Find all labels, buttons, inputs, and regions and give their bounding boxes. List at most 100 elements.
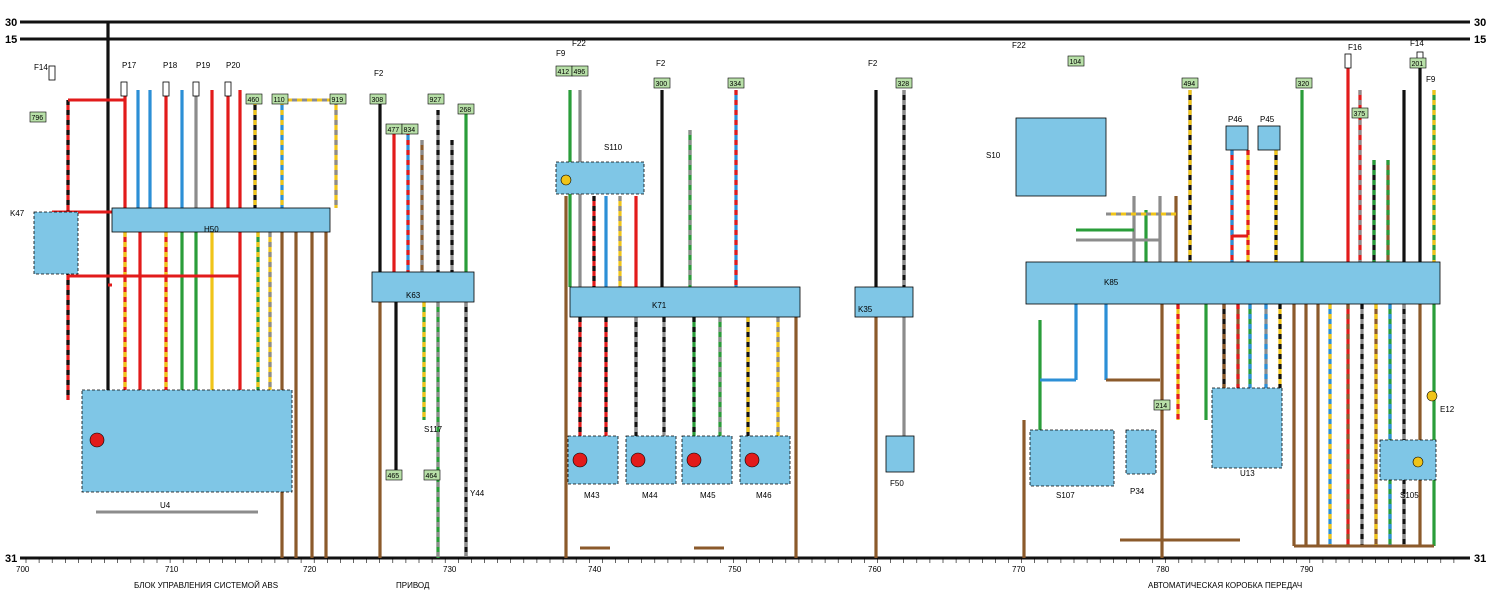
- scale-700: 700: [16, 565, 30, 574]
- module-s10-box: [1015, 117, 1107, 197]
- module-h50-box: [111, 207, 331, 233]
- module-h50: H50: [204, 225, 219, 234]
- fuse-p19: P19: [196, 61, 211, 70]
- fuse-f2-a: F2: [374, 69, 384, 78]
- tag-t214: 214: [1156, 403, 1168, 410]
- module-p46-box: [1225, 125, 1249, 151]
- tag-t834: 834: [404, 127, 416, 134]
- fuse-f9: F9: [556, 49, 566, 58]
- wires: [52, 22, 1436, 558]
- module-s110: S110: [604, 143, 623, 152]
- fuse-p20: P20: [226, 61, 241, 70]
- motor-m44: M44: [642, 491, 658, 500]
- scale-740: 740: [588, 565, 602, 574]
- tag-t328: 328: [898, 81, 910, 88]
- motor-m46: M46: [756, 491, 772, 500]
- fuse-f9-right: F9: [1426, 75, 1436, 84]
- module-s117: S117: [424, 425, 443, 434]
- motor-m46-icon: [744, 452, 760, 468]
- fuse-symbols: [48, 51, 1424, 97]
- tag-t334: 334: [730, 81, 742, 88]
- module-s105-box: [1379, 439, 1437, 481]
- rail-31-right: 31: [1474, 553, 1486, 565]
- module-s107-box: [1029, 429, 1115, 487]
- rail-15-left: 15: [5, 34, 17, 46]
- tag-t496-box: [571, 65, 589, 77]
- fuse-symbol-2: [162, 81, 170, 97]
- rail-31-left: 31: [5, 553, 17, 565]
- fuse-f14: F14: [34, 63, 48, 72]
- tag-t375-box: [1351, 107, 1369, 119]
- motor-m45-icon: [686, 452, 702, 468]
- bottom-scale: [25, 558, 1455, 563]
- module-p34: P34: [1130, 487, 1145, 496]
- lamp-s105-icon: [1412, 456, 1424, 468]
- tag-t919-box: [329, 93, 347, 105]
- fuse-symbol-4: [224, 81, 232, 97]
- fuse-f22-right: F22: [1012, 41, 1026, 50]
- fuse-p17: P17: [122, 61, 137, 70]
- module-e12: E12: [1440, 405, 1455, 414]
- motor-u43-icon: [89, 432, 105, 448]
- tag-t110: 110: [274, 97, 285, 104]
- rail-15-right: 15: [1474, 34, 1486, 46]
- tag-t104-box: [1067, 55, 1085, 67]
- motor-m44-icon: [630, 452, 646, 468]
- module-y44: Y44: [470, 489, 485, 498]
- module-p34-box: [1125, 429, 1157, 475]
- motor-m45: M45: [700, 491, 716, 500]
- tag-t465-box: [385, 469, 403, 481]
- tag-t328-box: [895, 77, 913, 89]
- tag-t320-box: [1295, 77, 1313, 89]
- tag-t300-box: [653, 77, 671, 89]
- tag-t214-box: [1153, 399, 1171, 411]
- fuse-f22: F22: [572, 39, 586, 48]
- tag-t796: 796: [32, 115, 44, 122]
- module-p45: P45: [1260, 115, 1275, 124]
- caption-drive: ПРИВОД: [396, 581, 430, 590]
- caption-transmission: АВТОМАТИЧЕСКАЯ КОРОБКА ПЕРЕДАЧ: [1148, 581, 1302, 590]
- rail-30-left: 30: [5, 17, 17, 29]
- scale-760: 760: [868, 565, 882, 574]
- module-u13-box: [1211, 387, 1283, 469]
- fuse-f2-b: F2: [656, 59, 666, 68]
- tag-t110-box: [271, 93, 289, 105]
- scale-780: 780: [1156, 565, 1170, 574]
- fuse-symbol-0: [48, 65, 56, 81]
- caption-abs: БЛОК УПРАВЛЕНИЯ СИСТЕМОЙ ABS: [134, 581, 278, 590]
- module-p46: P46: [1228, 115, 1243, 124]
- module-s10: S10: [986, 151, 1001, 160]
- tag-t201-box: [1409, 57, 1427, 69]
- scale-770: 770: [1012, 565, 1026, 574]
- tag-t375: 375: [1354, 111, 1366, 118]
- fuse-f16: F16: [1348, 43, 1362, 52]
- scale-750: 750: [728, 565, 742, 574]
- tag-t494-box: [1181, 77, 1199, 89]
- tag-t308-box: [369, 93, 387, 105]
- scale-790: 790: [1300, 565, 1314, 574]
- module-s107: S107: [1056, 491, 1075, 500]
- tag-t477: 477: [388, 127, 400, 134]
- tag-t460-box: [245, 93, 263, 105]
- lamp-e12-icon: [1426, 390, 1438, 402]
- tag-t494: 494: [1184, 81, 1196, 88]
- tag-t268-box: [457, 103, 475, 115]
- tag-t268: 268: [460, 107, 472, 114]
- tag-t465: 465: [388, 473, 400, 480]
- module-k35: K35: [858, 305, 873, 314]
- tag-t796-box: [29, 111, 47, 123]
- motor-m43: M43: [584, 491, 600, 500]
- tag-t496: 496: [574, 69, 586, 76]
- module-s105: S105: [1400, 491, 1419, 500]
- module-f50-box: [885, 435, 915, 473]
- tag-t464: 464: [426, 473, 438, 480]
- scale-730: 730: [443, 565, 457, 574]
- tag-t460: 460: [248, 97, 260, 104]
- tag-t320: 320: [1298, 81, 1310, 88]
- module-k63-box: [371, 271, 475, 303]
- module-f50: F50: [890, 479, 904, 488]
- scale-710: 710: [165, 565, 179, 574]
- module-k47-box: [33, 211, 79, 275]
- tag-t834-box: [401, 123, 419, 135]
